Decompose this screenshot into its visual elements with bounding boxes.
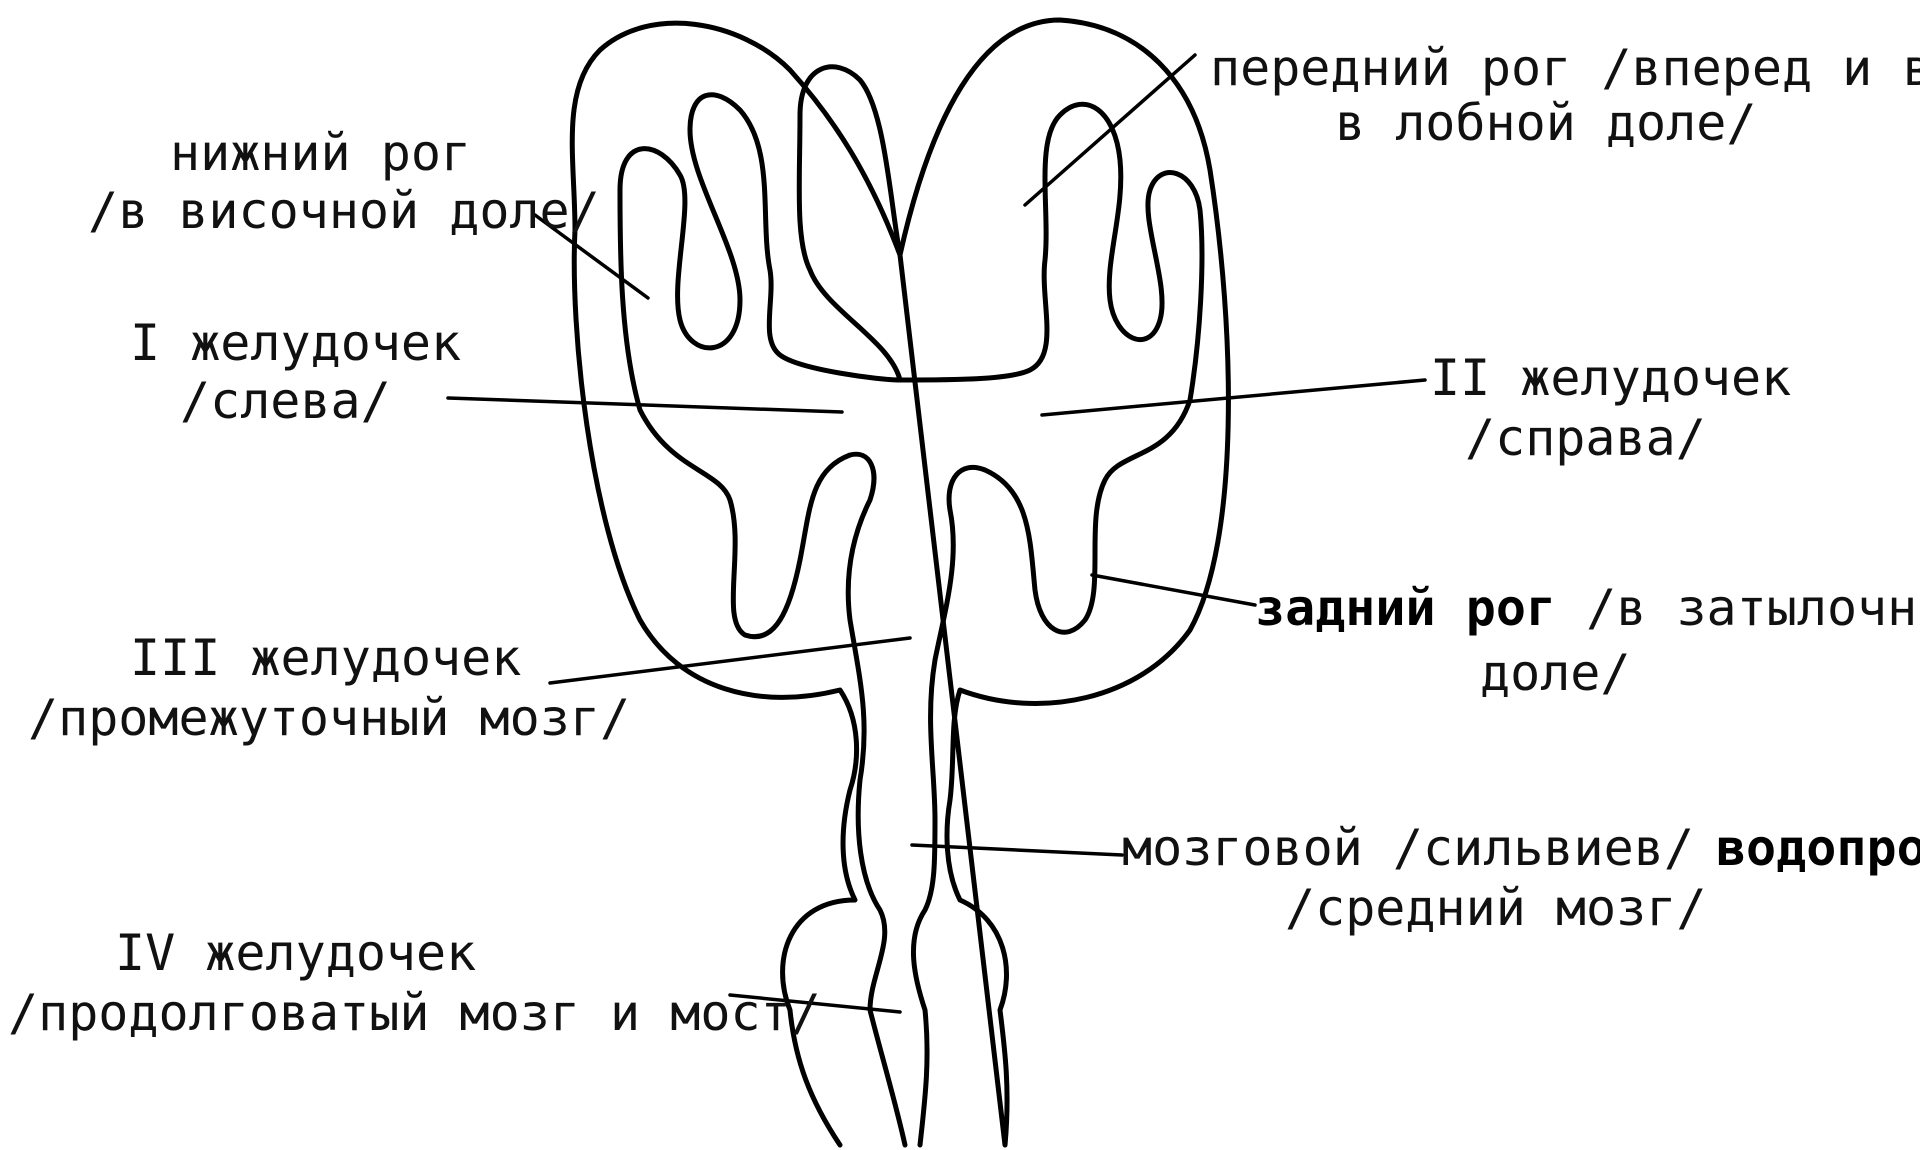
aqueduct-label-part2: водопровод bbox=[1716, 819, 1920, 877]
third-ventricle-label-line2: /промежуточный мозг/ bbox=[28, 689, 630, 747]
third-ventricle-label-line1: III желудочек bbox=[130, 629, 521, 687]
posterior-horn-label-line2: доле/ bbox=[1480, 644, 1631, 702]
aqueduct-label-line1: мозговой /сильвиев/водопровод bbox=[1122, 819, 1920, 877]
inferior-horn-label-line2: /в височной доле/ bbox=[88, 182, 600, 240]
anterior-horn-label-line1: передний рог /вперед и вниз bbox=[1210, 39, 1920, 97]
aqueduct-label-line2: /средний мозг/ bbox=[1285, 879, 1706, 937]
posterior-horn-label-bold: задний рог bbox=[1255, 579, 1556, 637]
second-ventricle-label-line2: /справа/ bbox=[1465, 409, 1706, 467]
leader-first-ventricle bbox=[448, 398, 842, 412]
leader-aqueduct bbox=[912, 845, 1122, 855]
posterior-horn-label-rest: /в затылочной bbox=[1556, 579, 1920, 637]
fourth-ventricle-label-line1: IV желудочек bbox=[115, 924, 476, 982]
second-ventricle-label-line1: II желудочек bbox=[1430, 349, 1791, 407]
inferior-horn-label-line1: нижний рог bbox=[170, 124, 471, 182]
fourth-ventricle-label-line2: /продолговатый мозг и мост/ bbox=[8, 984, 821, 1042]
leader-second-ventricle bbox=[1042, 380, 1425, 415]
first-ventricle-label-line2: /слева/ bbox=[180, 372, 391, 430]
anterior-horn-label-line2: в лобной доле/ bbox=[1335, 94, 1756, 152]
first-ventricle-label-line1: I желудочек bbox=[130, 314, 461, 372]
aqueduct-label-part1: мозговой /сильвиев/ bbox=[1122, 819, 1694, 877]
leader-posterior-horn bbox=[1092, 575, 1255, 605]
posterior-horn-label-line1: задний рог /в затылочной bbox=[1255, 579, 1920, 637]
